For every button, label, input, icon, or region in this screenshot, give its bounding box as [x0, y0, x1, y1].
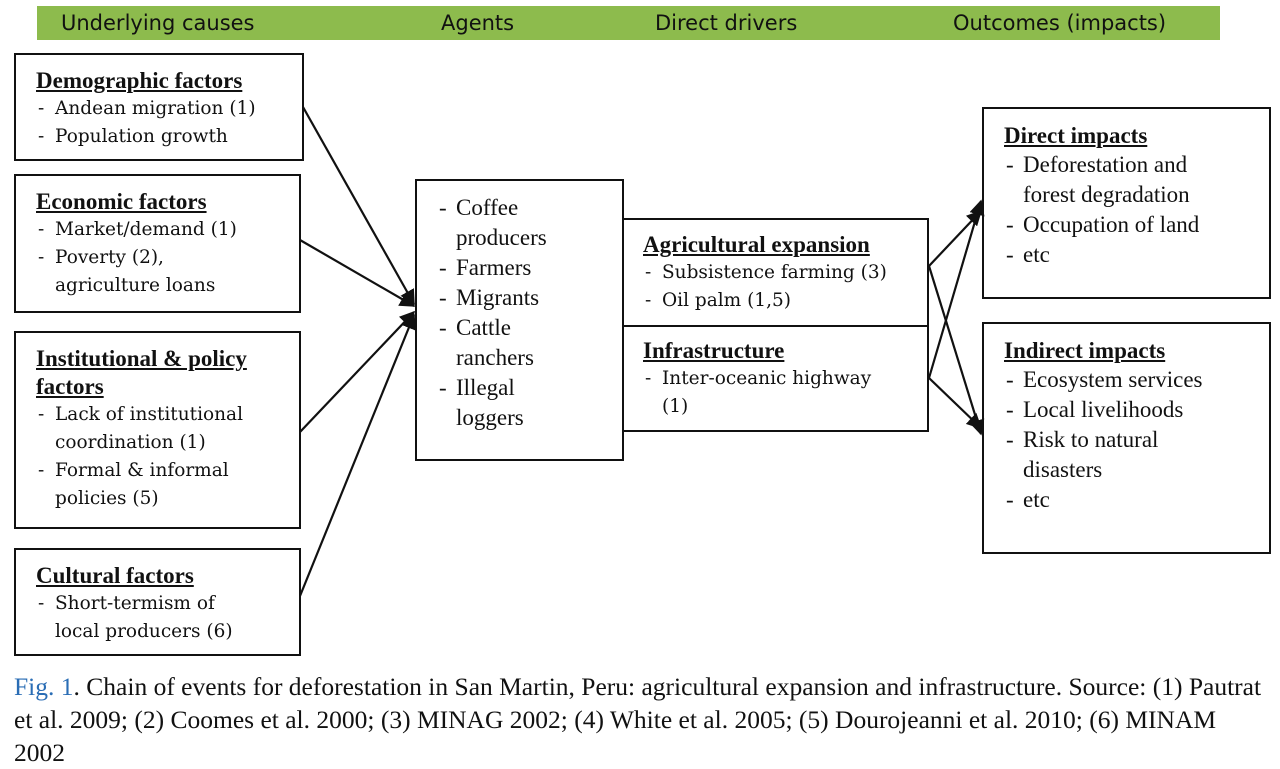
list-item: Population growth — [36, 123, 302, 151]
list-item: Poverty (2), agriculture loans — [36, 244, 266, 300]
economic-factors-title: Economic factors — [36, 189, 207, 214]
list-item: Ecosystem services — [1004, 365, 1234, 395]
institutional-policy-factors-box: Institutional & policy factors Lack of i… — [14, 331, 301, 529]
arrow-cultural-to-agents — [298, 313, 416, 597]
cultural-factors-box: Cultural factors Short-termism of local … — [14, 548, 301, 656]
header-direct-drivers: Direct drivers — [655, 11, 798, 35]
list-item: etc — [1004, 485, 1234, 515]
agricultural-expansion-section: Agricultural expansion Subsistence farmi… — [624, 220, 927, 327]
arrow-economic-to-agents — [299, 239, 416, 307]
agents-box: Coffee producers Farmers Migrants Cattle… — [415, 179, 624, 461]
institutional-policy-factors-title: Institutional & policy factors — [36, 346, 247, 399]
list-item: Cattle ranchers — [437, 313, 587, 373]
figure-label: Fig. 1 — [14, 672, 74, 701]
indirect-impacts-box: Indirect impacts Ecosystem services Loca… — [982, 322, 1271, 554]
header-outcomes: Outcomes (impacts) — [953, 11, 1167, 35]
institutional-policy-factors-list: Lack of institutional coordination (1) F… — [36, 401, 266, 513]
infrastructure-section: Infrastructure Inter-oceanic highway (1) — [624, 327, 927, 421]
list-item: Subsistence farming (3) — [643, 259, 927, 287]
arrow-institutional-to-agents — [299, 310, 416, 433]
agents-list: Coffee producers Farmers Migrants Cattle… — [437, 193, 587, 433]
list-item: Andean migration (1) — [36, 95, 302, 123]
header-underlying-causes: Underlying causes — [61, 11, 255, 35]
direct-impacts-box: Direct impacts Deforestation and forest … — [982, 107, 1271, 299]
arrow-demographic-to-agents — [302, 106, 415, 306]
demographic-factors-title: Demographic factors — [36, 68, 243, 93]
list-item: Risk to natural disasters — [1004, 425, 1234, 485]
list-item: etc — [1004, 240, 1234, 270]
caption-text: . Chain of events for deforestation in S… — [14, 672, 1262, 767]
infrastructure-title: Infrastructure — [643, 338, 785, 363]
list-item: Oil palm (1,5) — [643, 287, 927, 315]
infrastructure-list: Inter-oceanic highway (1) — [643, 365, 893, 421]
cultural-factors-list: Short-termism of local producers (6) — [36, 590, 256, 646]
list-item: Local livelihoods — [1004, 395, 1234, 425]
list-item: Migrants — [437, 283, 587, 313]
demographic-factors-box: Demographic factors Andean migration (1)… — [14, 53, 304, 161]
list-item: Illegal loggers — [437, 373, 587, 433]
cultural-factors-title: Cultural factors — [36, 563, 194, 588]
list-item: Coffee producers — [437, 193, 587, 253]
arrow-infrastructure-to-direct-impacts — [927, 199, 985, 379]
agricultural-expansion-list: Subsistence farming (3) Oil palm (1,5) — [643, 259, 927, 315]
figure-caption: Fig. 1. Chain of events for deforestatio… — [14, 670, 1264, 769]
list-item: Formal & informal policies (5) — [36, 457, 266, 513]
economic-factors-box: Economic factors Market/demand (1) Pover… — [14, 174, 301, 313]
list-item: Lack of institutional coordination (1) — [36, 401, 266, 457]
direct-impacts-list: Deforestation and forest degradation Occ… — [1004, 150, 1234, 270]
column-header-bar: Underlying causes Agents Direct drivers … — [37, 6, 1220, 40]
economic-factors-list: Market/demand (1) Poverty (2), agricultu… — [36, 216, 266, 300]
list-item: Farmers — [437, 253, 587, 283]
direct-drivers-box: Agricultural expansion Subsistence farmi… — [622, 218, 929, 432]
direct-impacts-title: Direct impacts — [1004, 123, 1148, 148]
arrow-infrastructure-to-indirect-impacts — [928, 377, 983, 430]
header-agents: Agents — [441, 11, 515, 35]
list-item: Deforestation and forest degradation — [1004, 150, 1234, 210]
arrow-agricultural-to-direct-impacts — [928, 209, 983, 267]
list-item: Inter-oceanic highway (1) — [643, 365, 893, 421]
indirect-impacts-list: Ecosystem services Local livelihoods Ris… — [1004, 365, 1234, 515]
list-item: Occupation of land — [1004, 210, 1234, 240]
indirect-impacts-title: Indirect impacts — [1004, 338, 1166, 363]
arrow-agricultural-to-indirect-impacts — [927, 265, 985, 436]
demographic-factors-list: Andean migration (1) Population growth — [36, 95, 302, 151]
list-item: Short-termism of local producers (6) — [36, 590, 256, 646]
agricultural-expansion-title: Agricultural expansion — [643, 232, 870, 257]
list-item: Market/demand (1) — [36, 216, 266, 244]
